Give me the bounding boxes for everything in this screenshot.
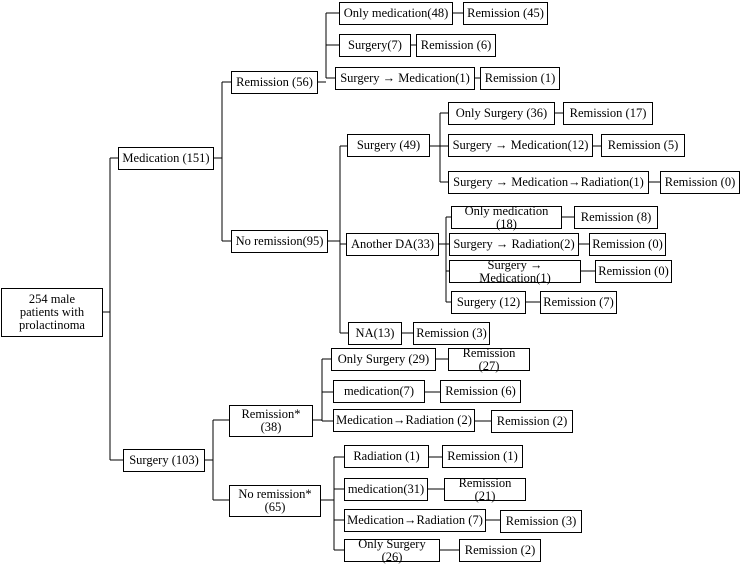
nr-surgery-branch-2: Surgery → Medication(12) [448, 134, 593, 157]
na-node: NA(13) [348, 322, 402, 345]
da-branch-3: Surgery → Medication(1) [449, 258, 581, 284]
nr-surgery-node: Surgery (49) [347, 134, 430, 157]
med-rem-outcome-3: Remission (1) [480, 67, 560, 90]
nr-surgery-outcome-2: Remission (5) [601, 134, 685, 157]
da-outcome-2: Remission (0) [589, 233, 666, 256]
med-rem-outcome-1: Remission (45) [463, 2, 548, 25]
surg-rem-branch-3: Medication→Radiation (2) [333, 409, 475, 432]
surg-remission-node: Remission* (38) [229, 405, 313, 437]
da-branch-2: Surgery → Radiation(2) [449, 233, 579, 256]
surg-nr-branch-3: Medication→Radiation (7) [344, 509, 486, 532]
na-outcome: Remission (3) [413, 322, 490, 345]
med-remission-node: Remission (56) [231, 71, 318, 94]
da-branch-4: Surgery (12) [451, 291, 526, 314]
surg-rem-outcome-3: Remission (2) [491, 410, 573, 433]
surg-nr-outcome-2: Remission (21) [444, 476, 526, 502]
medication-node: Medication (151) [118, 147, 214, 170]
surg-rem-branch-1: Only Surgery (29) [331, 348, 436, 371]
surg-nr-outcome-3: Remission (3) [500, 510, 582, 533]
med-rem-branch-1: Only medication(48) [339, 2, 453, 25]
surg-rem-outcome-1: Remission (27) [448, 346, 530, 372]
med-rem-branch-2: Surgery(7) [339, 34, 411, 57]
surg-nr-branch-4: Only Surgery (26) [344, 537, 440, 563]
another-da-node: Another DA(33) [346, 233, 439, 256]
nr-surgery-branch-1: Only Surgery (36) [448, 102, 555, 125]
surgery-node: Surgery (103) [123, 449, 205, 472]
surg-no-remission-node: No remission* (65) [229, 485, 321, 517]
med-no-remission-node: No remission(95) [231, 230, 328, 253]
nr-surgery-branch-3: Surgery → Medication→Radiation(1) [448, 171, 649, 194]
da-outcome-4: Remission (7) [540, 291, 617, 314]
root-node: 254 male patients with prolactinoma [1, 288, 103, 337]
nr-surgery-outcome-1: Remission (17) [563, 102, 653, 125]
med-rem-outcome-2: Remission (6) [416, 34, 496, 57]
surg-nr-outcome-4: Remission (2) [459, 539, 541, 562]
surg-nr-outcome-1: Remission (1) [442, 445, 523, 468]
da-outcome-1: Remission (8) [574, 206, 658, 229]
med-rem-branch-3: Surgery → Medication(1) [335, 67, 475, 90]
nr-surgery-outcome-3: Remission (0) [660, 171, 740, 194]
surg-rem-outcome-2: Remission (6) [440, 380, 521, 403]
surg-nr-branch-1: Radiation (1) [344, 445, 429, 468]
surg-nr-branch-2: medication(31) [344, 478, 428, 501]
surg-rem-branch-2: medication(7) [333, 380, 425, 403]
da-outcome-3: Remission (0) [595, 260, 672, 283]
da-branch-1: Only medication (18) [451, 204, 562, 230]
